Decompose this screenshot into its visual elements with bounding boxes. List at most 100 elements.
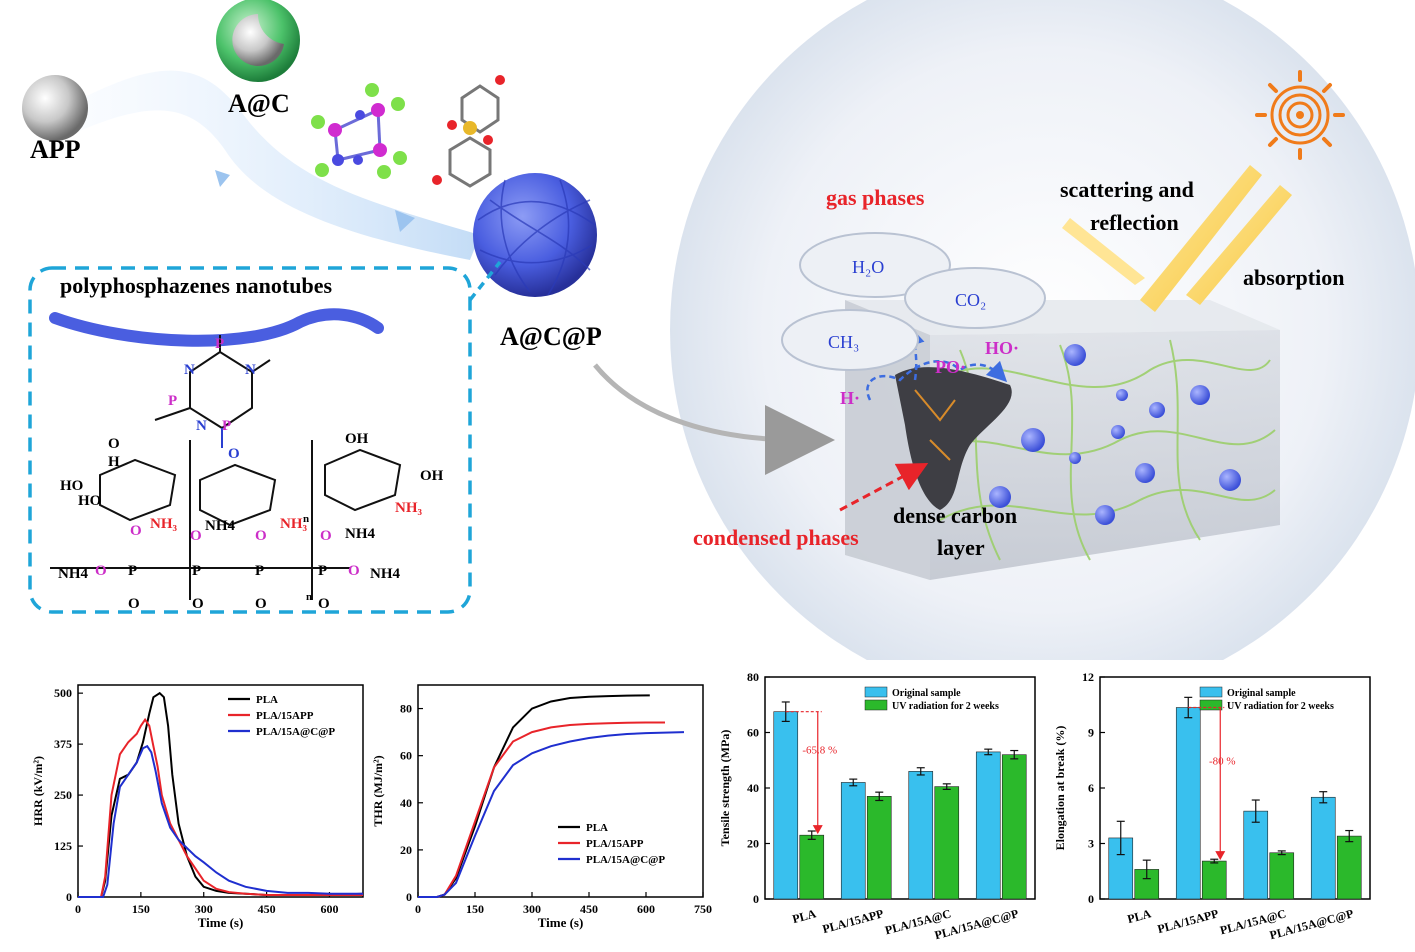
annotation-arrowhead bbox=[1215, 851, 1226, 861]
flow-beam bbox=[60, 70, 480, 260]
y-tick-label: 0 bbox=[753, 892, 759, 906]
series-line-2 bbox=[418, 731, 685, 898]
x-tick-label: 300 bbox=[195, 902, 213, 916]
legend-swatch bbox=[1199, 699, 1223, 711]
y-axis-label: HRR (kV/m²) bbox=[31, 756, 45, 826]
y-axis-label: Elongation at break (%) bbox=[1053, 726, 1067, 851]
svg-text:H₂O: H₂O bbox=[852, 257, 884, 277]
bps-molecule bbox=[432, 75, 505, 188]
absorption-label: absorption bbox=[1243, 265, 1344, 290]
legend-label: Original sample bbox=[1227, 688, 1296, 699]
bar-0-1 bbox=[840, 782, 866, 900]
x-category-label: PLA/15APP bbox=[821, 906, 885, 936]
po-radical: PO· bbox=[935, 357, 966, 377]
x-axis-label: Time (s) bbox=[538, 915, 584, 930]
x-tick-label: 450 bbox=[258, 902, 276, 916]
svg-text:H: H bbox=[108, 454, 120, 470]
y-tick-label: 375 bbox=[54, 737, 72, 751]
svg-text:n: n bbox=[306, 591, 312, 603]
svg-text:NH₃: NH₃ bbox=[150, 516, 178, 532]
reflection-label: reflection bbox=[1090, 210, 1179, 235]
y-tick-label: 3 bbox=[1088, 837, 1094, 851]
x-tick-label: 600 bbox=[637, 902, 655, 916]
svg-text:O: O bbox=[228, 446, 240, 462]
svg-text:CH₃: CH₃ bbox=[828, 332, 859, 352]
plot-frame bbox=[77, 684, 364, 898]
acp-mesh bbox=[477, 179, 596, 296]
legend-label: Original sample bbox=[892, 688, 961, 699]
y-tick-label: 40 bbox=[747, 781, 759, 795]
legend-label: PLA bbox=[256, 694, 278, 706]
legend-swatch bbox=[864, 699, 888, 711]
nanotube-graphic bbox=[49, 308, 384, 347]
y-tick-label: 12 bbox=[1082, 670, 1094, 684]
legend-label: PLA/15APP bbox=[256, 710, 314, 722]
bar-1-0 bbox=[799, 834, 825, 900]
svg-text:N: N bbox=[184, 362, 195, 378]
bar-1-2 bbox=[1269, 852, 1295, 900]
svg-text:NH4: NH4 bbox=[205, 518, 236, 534]
x-tick-label: 750 bbox=[694, 902, 712, 916]
y-tick-label: 60 bbox=[747, 726, 759, 740]
x-tick-label: 0 bbox=[75, 902, 81, 916]
y-axis-label: Tensile strength (MPa) bbox=[718, 730, 732, 847]
bar-0-2 bbox=[908, 771, 934, 900]
y-tick-label: 500 bbox=[54, 686, 72, 700]
svg-text:HO: HO bbox=[78, 493, 101, 509]
legend-swatch bbox=[1199, 686, 1223, 698]
svg-text:O: O bbox=[108, 436, 120, 452]
absorption-ray-1 bbox=[1140, 165, 1262, 312]
legend-label: PLA/15APP bbox=[586, 838, 644, 850]
y-tick-label: 125 bbox=[54, 839, 72, 853]
plot-frame bbox=[417, 684, 704, 898]
svg-text:CO₂: CO₂ bbox=[955, 290, 986, 310]
y-tick-label: 6 bbox=[1088, 781, 1094, 795]
sun-icon bbox=[1255, 70, 1345, 160]
absorption-ray-2 bbox=[1186, 185, 1292, 305]
bar-0-1 bbox=[1175, 707, 1201, 900]
svg-text:n: n bbox=[303, 513, 309, 525]
svg-text:HO: HO bbox=[60, 478, 83, 494]
transition-arrow bbox=[593, 363, 835, 475]
acp-sphere bbox=[473, 173, 597, 297]
svg-text:O: O bbox=[255, 528, 267, 544]
svg-text:O: O bbox=[320, 528, 332, 544]
y-tick-label: 60 bbox=[400, 749, 412, 763]
svg-text:OH: OH bbox=[420, 468, 444, 484]
bar-1-3 bbox=[1336, 835, 1362, 900]
bar-1-3 bbox=[1001, 754, 1027, 900]
svg-text:P: P bbox=[192, 563, 201, 579]
svg-text:O: O bbox=[190, 528, 202, 544]
ac-core bbox=[232, 14, 284, 66]
acp-label: A@C@P bbox=[500, 322, 602, 351]
x-tick-label: 450 bbox=[580, 902, 598, 916]
bar-0-2 bbox=[1243, 810, 1269, 900]
bar-1-1 bbox=[1201, 860, 1227, 900]
svg-text:NH₃: NH₃ bbox=[395, 500, 423, 516]
svg-text:P: P bbox=[168, 393, 177, 409]
x-category-label: PLA/15APP bbox=[1156, 906, 1220, 936]
annotation-label: -80 % bbox=[1209, 755, 1236, 767]
condensed-arrow bbox=[839, 462, 929, 512]
svg-text:P: P bbox=[318, 563, 327, 579]
legend-label: PLA bbox=[586, 822, 608, 834]
svg-text:O: O bbox=[348, 563, 360, 579]
x-category-label: PLA bbox=[1126, 906, 1153, 926]
scattering-label: scattering and bbox=[1060, 177, 1194, 202]
bar-0-3 bbox=[975, 751, 1001, 900]
svg-text:NH4: NH4 bbox=[345, 526, 376, 542]
bar-0-0 bbox=[1108, 837, 1134, 900]
svg-text:OH: OH bbox=[345, 431, 369, 447]
svg-text:NH₃: NH₃ bbox=[280, 516, 308, 532]
annotation-label: -65.8 % bbox=[802, 744, 837, 756]
y-tick-label: 20 bbox=[747, 837, 759, 851]
svg-text:O: O bbox=[128, 596, 140, 612]
svg-text:NH4: NH4 bbox=[370, 566, 401, 582]
y-tick-label: 80 bbox=[400, 702, 412, 716]
bar-0-0 bbox=[773, 711, 799, 900]
svg-text:N: N bbox=[196, 418, 207, 434]
